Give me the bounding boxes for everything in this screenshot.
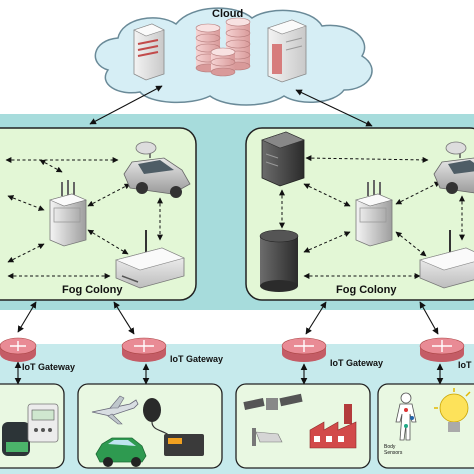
iot-gateway-label-2: IoT Gateway: [170, 354, 224, 364]
fog-gateway-box-icon: [115, 230, 185, 289]
satellite-icon: [243, 393, 303, 410]
fog-gateway-links: [17, 301, 439, 335]
cloud-links: [89, 85, 373, 127]
airplane-icon: [91, 395, 139, 425]
body-sensor-icon: [395, 392, 417, 441]
cloud-storage-icon: [195, 17, 251, 77]
fog-colony-left-links: [5, 157, 163, 279]
gateway-device-links: [14, 361, 444, 385]
factory-icon: [309, 404, 357, 449]
fog-colony-label-left: Fog Colony: [62, 284, 123, 296]
security-camera-icon: [252, 428, 283, 446]
fog-colony-right-links: [279, 155, 465, 279]
fog-gateway-box-icon-2: [419, 230, 474, 289]
cloud-label: Cloud: [212, 8, 244, 20]
sensor-label-sensors: Sensors: [384, 450, 403, 456]
router-icon-2: [121, 337, 167, 362]
iot-gateway-label-4: IoT Gateway: [458, 360, 474, 370]
iot-gateway-label-3: IoT Gateway: [330, 358, 384, 368]
smart-meter-icon: [27, 403, 59, 443]
fog-server-icon: [261, 131, 305, 187]
car-icon: [95, 437, 147, 467]
cloud-server-icon: [133, 23, 165, 81]
light-bulb-icon: [434, 388, 471, 432]
camera-icon: [2, 422, 30, 456]
iot-gateway-label-1: IoT Gateway: [22, 362, 76, 372]
fog-node-tower-icon-2: [355, 180, 393, 247]
radio-transceiver-icon: [143, 398, 204, 456]
fog-connected-car-icon-2: [433, 141, 474, 194]
router-icon-3: [281, 337, 327, 362]
fog-mini-server-icon: [259, 229, 299, 292]
fog-connected-car-icon: [123, 141, 191, 198]
fog-colony-label-right: Fog Colony: [336, 284, 397, 296]
cloud-rack-icon: [267, 19, 307, 83]
sensor-label-body: Body: [384, 444, 396, 450]
router-icon-4: [419, 337, 465, 362]
router-icon-1: [0, 337, 37, 362]
fog-node-tower-icon: [49, 180, 87, 247]
